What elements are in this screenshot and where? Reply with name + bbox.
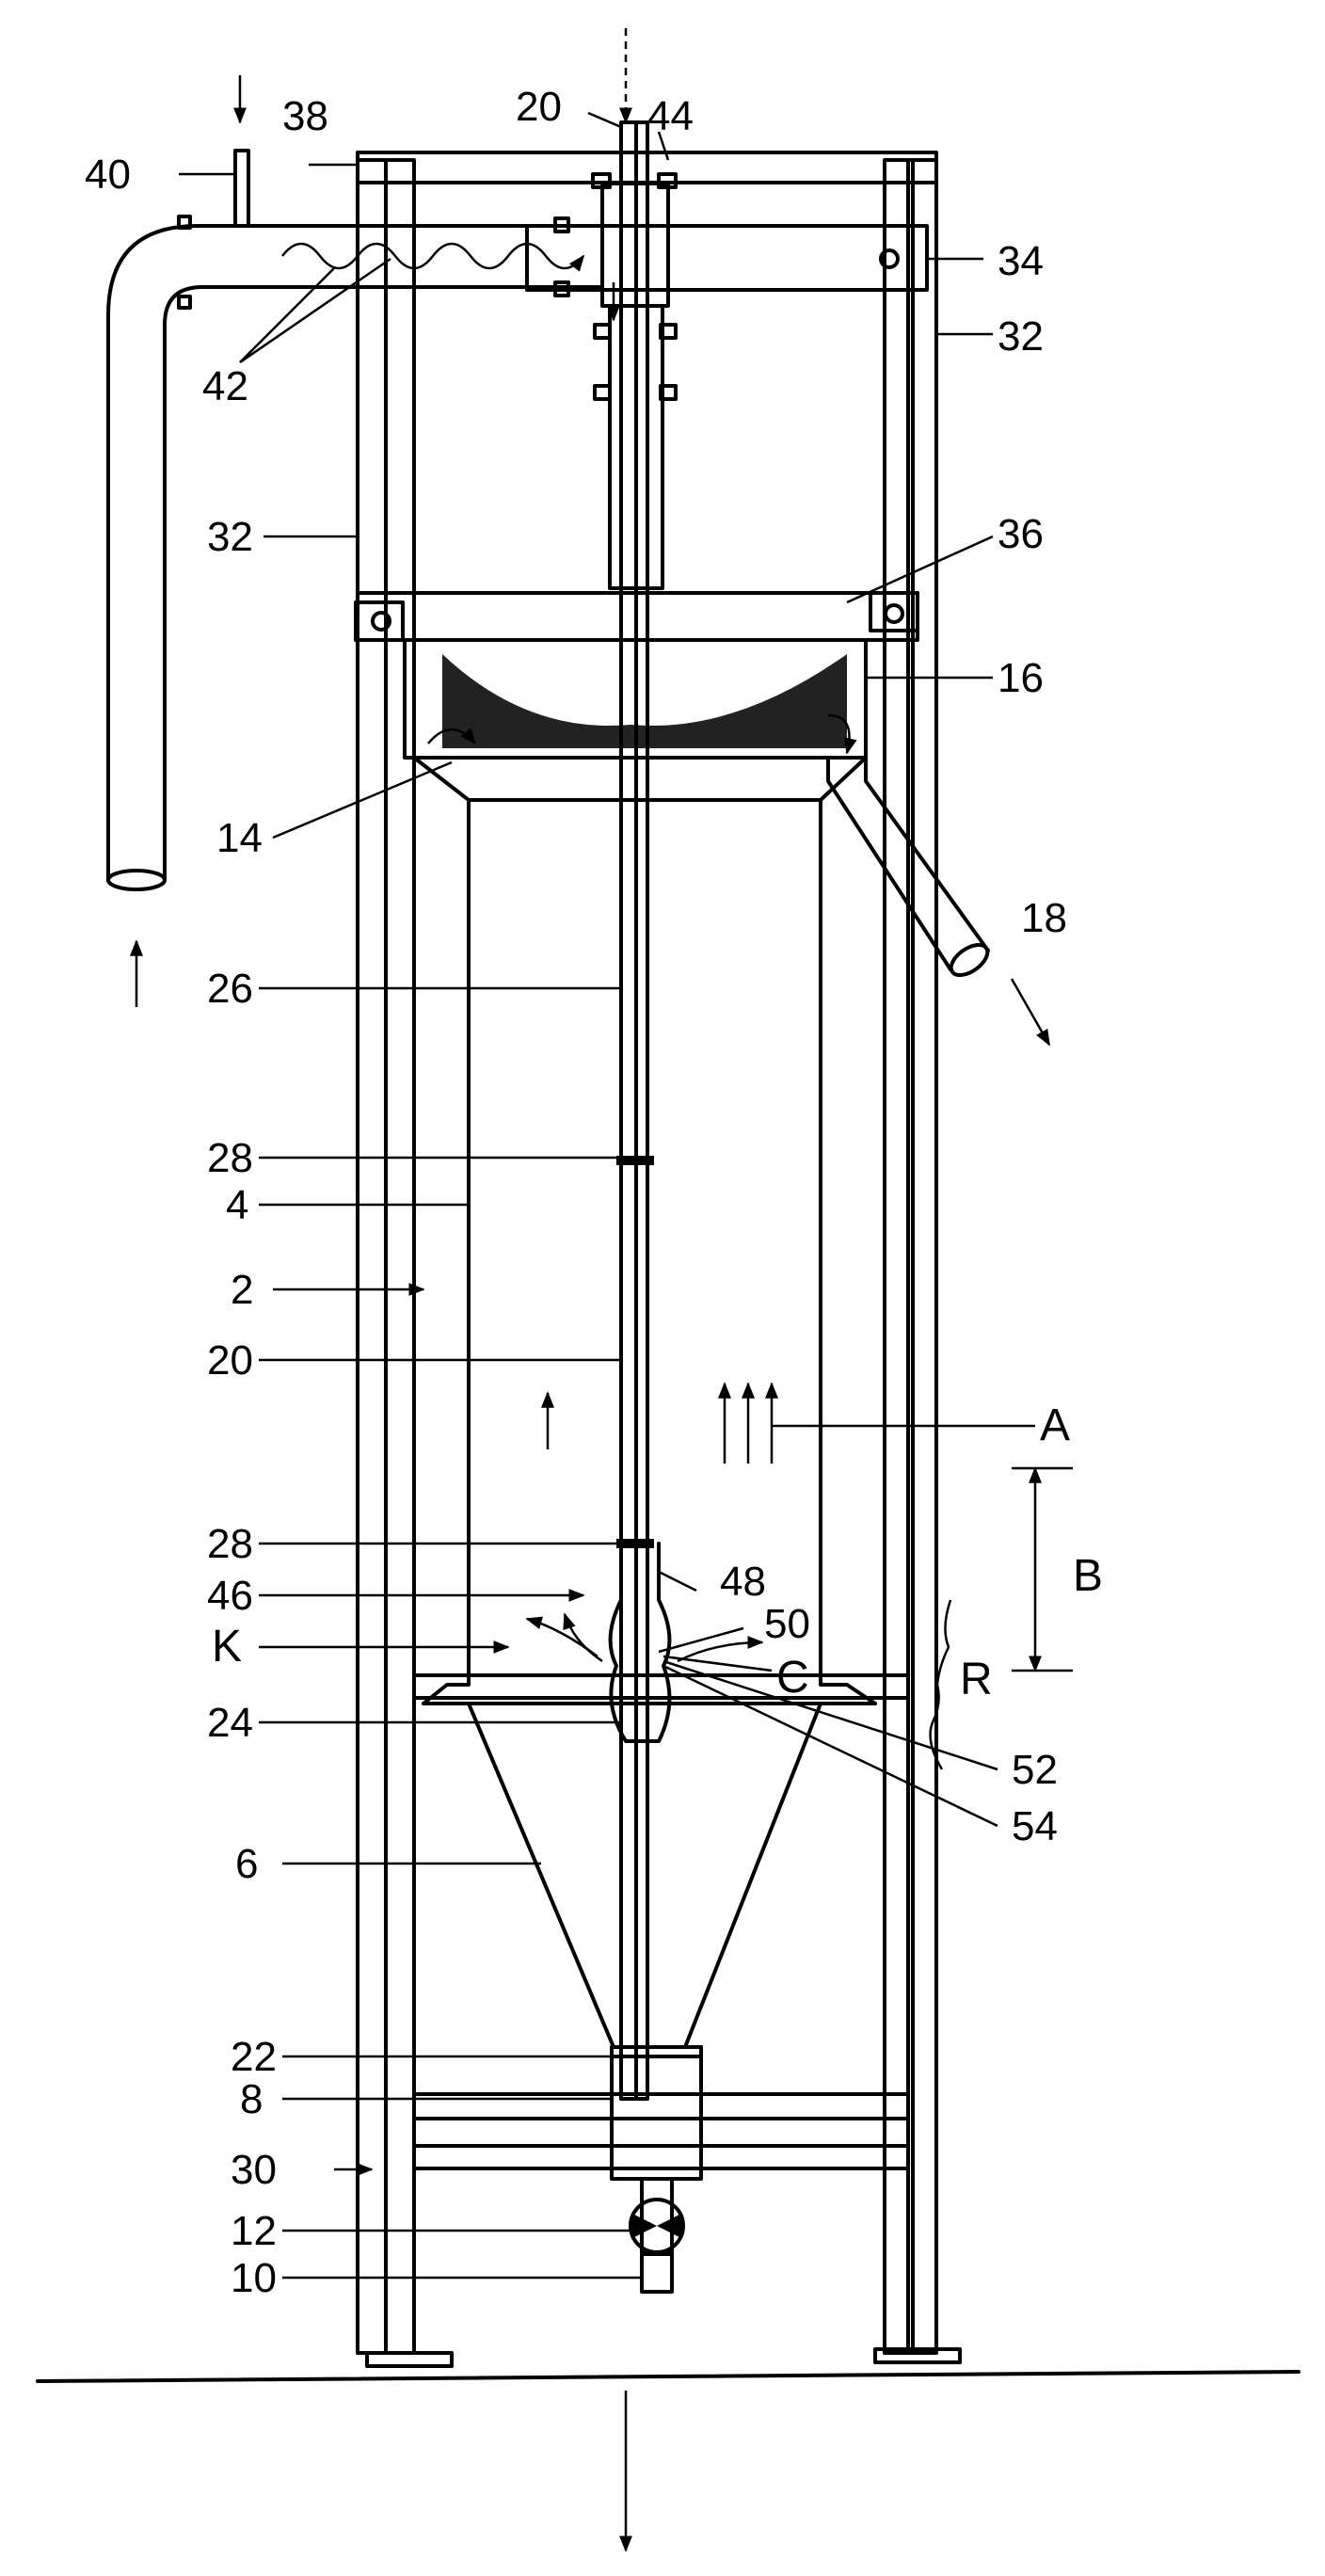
label-34: 34 bbox=[998, 238, 1044, 284]
label-48: 48 bbox=[720, 1559, 766, 1605]
label-16: 16 bbox=[998, 655, 1044, 701]
label-54: 54 bbox=[1012, 1803, 1058, 1849]
label-2: 2 bbox=[231, 1267, 253, 1313]
label-18: 18 bbox=[1021, 895, 1067, 941]
label-50: 50 bbox=[764, 1601, 810, 1647]
label-A: A bbox=[1040, 1400, 1070, 1450]
label-10: 10 bbox=[231, 2255, 277, 2301]
label-K: K bbox=[212, 1622, 242, 1672]
flow-arrows bbox=[130, 28, 1051, 2552]
label-6: 6 bbox=[235, 1841, 258, 1887]
support-frame bbox=[356, 151, 962, 2368]
collection-chamber bbox=[610, 2045, 703, 2294]
label-14: 14 bbox=[216, 815, 263, 861]
reference-labels: 20 44 38 40 34 32 42 32 36 16 14 18 26 2… bbox=[85, 84, 1103, 2301]
label-28-upper: 28 bbox=[207, 1135, 253, 1181]
label-44: 44 bbox=[647, 93, 694, 139]
label-38: 38 bbox=[282, 93, 328, 139]
inlet-pipe-38 bbox=[106, 149, 604, 891]
label-52: 52 bbox=[1012, 1747, 1058, 1793]
label-42: 42 bbox=[202, 363, 248, 409]
label-20-top: 20 bbox=[516, 84, 562, 130]
label-24: 24 bbox=[207, 1700, 253, 1746]
clamp-bracket-34 bbox=[525, 224, 929, 292]
label-B: B bbox=[1073, 1551, 1103, 1601]
label-26: 26 bbox=[207, 966, 253, 1012]
leader-lines bbox=[179, 111, 1073, 2280]
label-20-mid: 20 bbox=[207, 1337, 253, 1384]
label-22: 22 bbox=[231, 2034, 277, 2080]
label-32-right: 32 bbox=[998, 313, 1044, 360]
label-R: R bbox=[960, 1655, 993, 1704]
vessel-body bbox=[412, 756, 877, 2049]
label-40: 40 bbox=[85, 152, 131, 198]
label-8: 8 bbox=[240, 2076, 263, 2122]
label-C: C bbox=[776, 1653, 809, 1703]
ground-line bbox=[36, 2370, 1301, 2383]
label-12: 12 bbox=[231, 2208, 277, 2254]
outlet-pipe-18 bbox=[826, 756, 990, 977]
label-32-left: 32 bbox=[207, 514, 253, 560]
label-46: 46 bbox=[207, 1573, 253, 1619]
central-lance bbox=[525, 120, 764, 2101]
label-36: 36 bbox=[998, 511, 1044, 557]
label-4: 4 bbox=[226, 1182, 248, 1228]
label-28-lower: 28 bbox=[207, 1521, 253, 1567]
label-30: 30 bbox=[231, 2147, 277, 2193]
